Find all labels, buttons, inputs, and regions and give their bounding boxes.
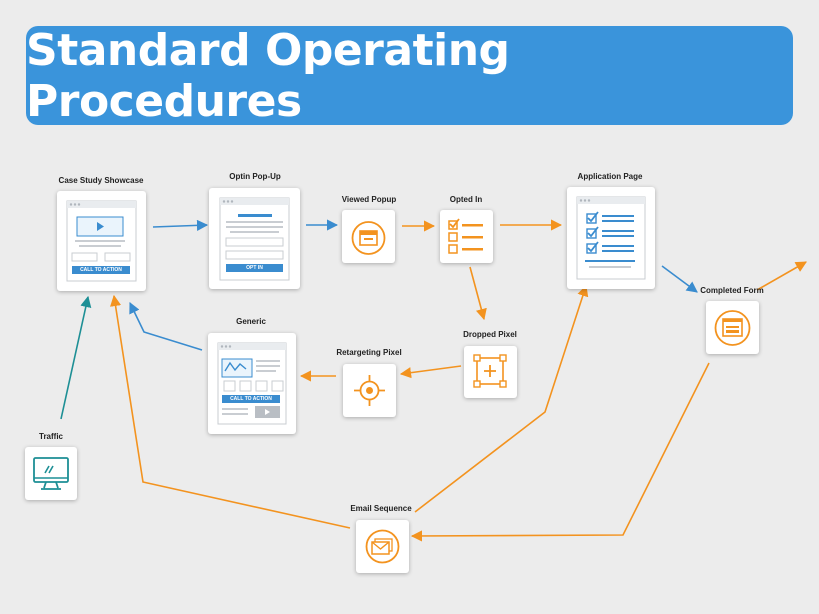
arrow-dropped-to-retargeting	[399, 365, 462, 379]
generic-page-icon	[217, 342, 287, 425]
generic-label: Generic	[236, 317, 266, 326]
generic-call-to-action-text: CALL TO ACTION	[230, 395, 272, 402]
checklist-icon	[448, 218, 483, 254]
retargeting-pixel-node[interactable]	[343, 364, 396, 417]
pixel-icon	[473, 354, 507, 388]
dropped-pixel-label: Dropped Pixel	[463, 330, 517, 339]
retargeting-pixel-label: Retargeting Pixel	[336, 348, 402, 357]
case-study-showcase-node[interactable]: CALL TO ACTION	[57, 191, 146, 291]
application-page-label: Application Page	[577, 172, 643, 181]
completed-form-label: Completed Form	[700, 286, 764, 295]
arrow-completed-to-email	[410, 362, 710, 542]
optin-form-icon	[219, 197, 290, 281]
application-form-icon	[576, 196, 646, 280]
email-icon	[365, 529, 400, 564]
traffic-node[interactable]	[25, 447, 77, 500]
dropped-pixel-node[interactable]	[464, 346, 517, 398]
optin-popup-node[interactable]: OPT IN	[209, 188, 300, 289]
generic-node[interactable]: CALL TO ACTION	[208, 333, 296, 434]
viewed-popup-label: Viewed Popup	[341, 195, 397, 204]
arrow-optedin-to-dropped	[469, 266, 487, 321]
opted-in-node[interactable]	[440, 210, 493, 263]
call-to-action-text: CALL TO ACTION	[80, 266, 122, 273]
optin-popup-label: Optin Pop-Up	[229, 172, 281, 181]
crosshair-icon	[354, 375, 385, 406]
popup-window-icon	[351, 221, 386, 255]
arrow-application-to-completed	[661, 265, 698, 293]
email-sequence-label: Email Sequence	[350, 504, 412, 513]
form-icon	[714, 310, 751, 346]
landing-page-icon	[66, 200, 137, 282]
monitor-icon	[33, 457, 69, 490]
page-title: Standard Operating Procedures	[26, 24, 510, 127]
arrow-email-to-application	[414, 284, 589, 513]
opt-in-text: OPT IN	[246, 264, 263, 271]
completed-form-node[interactable]	[706, 301, 759, 354]
opted-in-label: Opted In	[449, 195, 483, 204]
title-banner: Standard Operating Procedures	[26, 24, 793, 127]
viewed-popup-node[interactable]	[342, 210, 395, 263]
arrow-completed-out	[756, 261, 807, 291]
traffic-label: Traffic	[38, 432, 64, 441]
email-sequence-node[interactable]	[356, 520, 409, 573]
arrow-traffic-to-showcase	[60, 295, 92, 420]
arrow-showcase-to-optin	[152, 219, 209, 231]
application-page-node[interactable]	[567, 187, 655, 289]
arrow-email-to-showcase	[110, 294, 351, 529]
arrow-generic-to-showcase	[129, 301, 203, 351]
case-study-showcase-label: Case Study Showcase	[58, 176, 144, 185]
